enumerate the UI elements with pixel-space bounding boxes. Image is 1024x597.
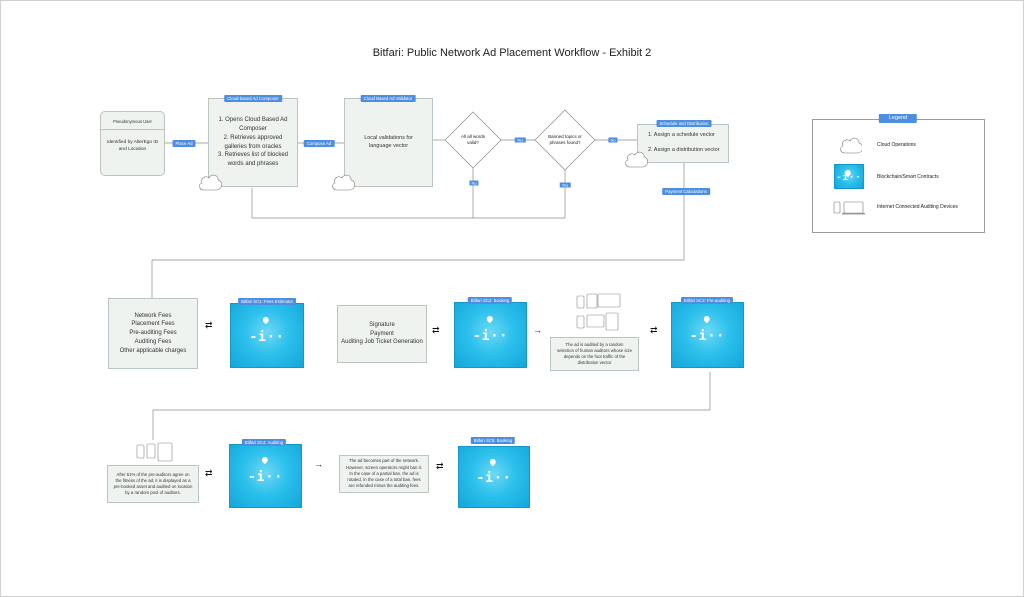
- diamond1-yes: Yes: [514, 137, 526, 143]
- sc2-booking-tile: -i··: [454, 302, 527, 368]
- cloud-icon: [623, 148, 649, 177]
- schedule-distribution-tag: Schedule and Distribution: [656, 120, 712, 128]
- pin-icon: [485, 314, 494, 324]
- compose-ad-label: Compose Ad: [303, 140, 335, 148]
- blockchain-tile-icon: -i··: [834, 164, 864, 189]
- diamond1-no: No: [469, 180, 479, 186]
- ad-validator-box: Local validations for language vector: [344, 98, 433, 187]
- user-body: Identified by AlterEgo ID and Location: [106, 140, 159, 153]
- auditing-devices-icon: [133, 441, 177, 468]
- exchange-arrows-icon: ⇄: [432, 325, 440, 335]
- auditing-devices-icon: [575, 292, 625, 341]
- tile-glyph: -i··: [249, 329, 285, 345]
- pin-icon: [261, 315, 271, 324]
- place-ad-label: Place Ad: [172, 140, 196, 148]
- diamond-banned-topics: Banned topics or phrases found?: [548, 134, 582, 145]
- fees-box: Network Fees Placement Fees Pre-auditing…: [108, 298, 198, 369]
- sc2-tag: Bitfari SC2: Booking: [467, 297, 513, 305]
- ad-validator-tag: Cloud Based Ad Validator: [360, 95, 416, 103]
- sc1-fees-estimator-tile: -i··: [230, 303, 304, 368]
- tile-glyph: -i··: [476, 471, 512, 486]
- ad-composer-box: 1. Opens Cloud Based Ad Composer 2. Retr…: [208, 98, 298, 187]
- schedule-vector-text: 1. Assign a schedule vector: [648, 132, 715, 139]
- pin-icon: [488, 457, 498, 467]
- signature-payment-box: Signature Payment Auditing Job Ticket Ge…: [337, 305, 427, 363]
- cloud-icon: [330, 171, 356, 200]
- payment-calculations-label: Payment Calculations: [662, 188, 710, 196]
- tile-glyph: -i··: [472, 329, 509, 344]
- network-note-box: The ad becomes part of the network. Howe…: [339, 455, 429, 493]
- pin-icon: [702, 314, 711, 324]
- audit-note-text: The ad is audited by a random selection …: [557, 341, 632, 366]
- arrow-right-icon: →: [533, 325, 542, 335]
- schedule-distribution-box: 1. Assign a schedule vector 2. Assign a …: [637, 124, 729, 163]
- diamond2-yes: Yes: [559, 182, 571, 188]
- sc4-tag: Bitfari SC4: Auditing: [241, 439, 287, 447]
- sc3-tag: Bitfari SC3: Pre-auditing: [680, 297, 734, 305]
- sc3-pre-auditing-tile: -i··: [671, 302, 744, 368]
- legend-title: Legend: [878, 114, 918, 123]
- ad-validator-text: Local validations for language vector: [364, 134, 413, 149]
- pin-icon: [260, 456, 269, 465]
- legend-auditing-devices: Internet Connected Auditing Devices: [877, 204, 958, 210]
- exchange-arrows-icon: ⇄: [205, 320, 213, 330]
- sc5-tag: Bitfari SC5: Booking: [470, 437, 516, 445]
- sc4-auditing-tile: -i··: [229, 444, 302, 508]
- diamond-words-valid: All all words valid?: [460, 134, 485, 145]
- audit-note-box: The ad is audited by a random selection …: [550, 337, 639, 371]
- ad-composer-tag: Cloud-based Ad Composer: [224, 95, 282, 103]
- pre-auditors-note-text: After 51% of the pre-auditors agree on t…: [113, 471, 193, 496]
- pseudonymous-user-box: Pseudonymous User Identified by AlterEgo…: [100, 111, 165, 176]
- diamond2-no: No: [608, 137, 618, 143]
- sc5-booking-tile: -i··: [458, 446, 530, 508]
- user-header: Pseudonymous User: [101, 119, 164, 131]
- cloud-icon: [838, 135, 863, 162]
- legend-blockchain: Blockchain/Smart Contracts: [877, 174, 939, 180]
- network-note-text: The ad becomes part of the network. Howe…: [346, 458, 422, 489]
- arrow-right-icon: →: [314, 459, 323, 469]
- fees-text: Network Fees Placement Fees Pre-auditing…: [119, 312, 187, 354]
- exchange-arrows-icon: ⇄: [205, 468, 213, 478]
- tile-glyph: -i··: [689, 329, 726, 344]
- devices-icon: [833, 200, 869, 220]
- page-title: Bitfari: Public Network Ad Placement Wor…: [372, 47, 652, 59]
- distribution-vector-text: 2. Assign a distribution vector: [648, 147, 720, 153]
- tile-glyph: -i··: [247, 470, 284, 485]
- pre-auditors-note-box: After 51% of the pre-auditors agree on t…: [107, 465, 199, 503]
- exchange-arrows-icon: ⇄: [436, 461, 444, 471]
- sc1-tag: Bitfari SC1: Fees Estimator: [238, 298, 296, 306]
- signature-payment-text: Signature Payment Auditing Job Ticket Ge…: [341, 321, 423, 346]
- exchange-arrows-icon: ⇄: [650, 325, 658, 335]
- tile-glyph: -i··: [836, 172, 862, 183]
- legend-cloud-operations: Cloud Operations: [877, 142, 916, 148]
- ad-composer-text: 1. Opens Cloud Based Ad Composer 2. Retr…: [217, 117, 289, 167]
- cloud-icon: [197, 171, 223, 200]
